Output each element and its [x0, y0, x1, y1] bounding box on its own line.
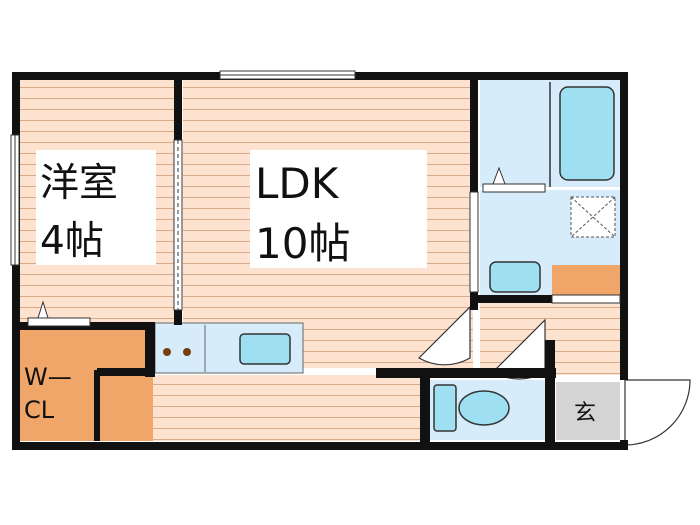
- wash-basin: [489, 261, 541, 293]
- windows: [10, 70, 621, 327]
- closet-label-line1: W—: [24, 363, 72, 391]
- toilet-bowl: [458, 390, 510, 426]
- bath-marker: [492, 166, 506, 185]
- laundry-drain: [570, 196, 616, 238]
- kitchen-sink: [239, 333, 291, 365]
- western-room-name: 洋室: [40, 161, 118, 206]
- entrance-door-swing: [624, 379, 691, 446]
- entrance-label: 玄: [574, 401, 596, 426]
- western-label-bg: [36, 150, 156, 265]
- stove-burner-left: [163, 348, 171, 356]
- ldk-room-size: 10帖: [255, 219, 350, 268]
- ldk-label-bg: [250, 150, 427, 268]
- bathtub: [559, 86, 615, 181]
- closet-sliding-door: [27, 317, 91, 327]
- storage-door: [551, 294, 621, 304]
- closet-marker: [37, 300, 49, 319]
- washroom-door-swing: [418, 305, 471, 366]
- entrance-floor: [556, 382, 620, 440]
- stove-burner-right: [183, 348, 191, 356]
- bath-sliding-door: [482, 183, 546, 193]
- washroom-sliding-door: [469, 191, 479, 293]
- storage-shelf: [552, 265, 620, 295]
- closet-floor: [20, 330, 153, 441]
- ldk-room-name: LDK: [255, 159, 340, 208]
- closet-label-line2: CL: [24, 396, 55, 424]
- toilet-tank: [433, 384, 457, 432]
- ldk-lower-floor: [103, 375, 420, 441]
- western-room-size: 4帖: [40, 219, 104, 264]
